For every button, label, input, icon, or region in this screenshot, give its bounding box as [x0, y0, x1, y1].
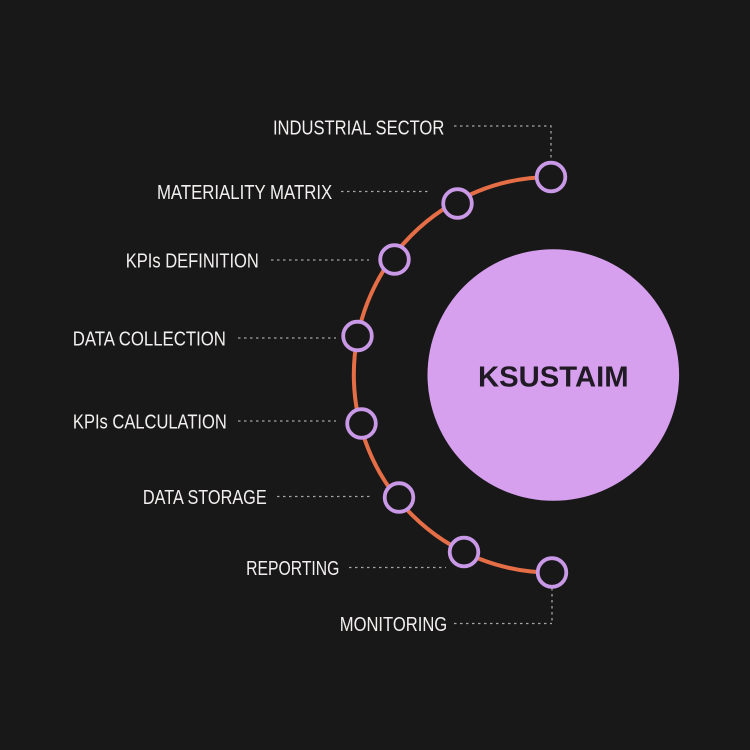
svg-text:MATERIALITY MATRIX: MATERIALITY MATRIX — [157, 181, 332, 204]
svg-text:DATA COLLECTION: DATA COLLECTION — [73, 327, 226, 350]
svg-text:DATA STORAGE: DATA STORAGE — [143, 485, 267, 508]
svg-text:MONITORING: MONITORING — [340, 612, 447, 635]
svg-text:KPIs CALCULATION: KPIs CALCULATION — [73, 410, 227, 433]
svg-text:REPORTING: REPORTING — [246, 557, 339, 579]
svg-text:KSUSTAIM: KSUSTAIM — [478, 362, 629, 394]
svg-text:KPIs DEFINITION: KPIs DEFINITION — [126, 249, 259, 272]
svg-text:INDUSTRIAL SECTOR: INDUSTRIAL SECTOR — [273, 116, 444, 139]
